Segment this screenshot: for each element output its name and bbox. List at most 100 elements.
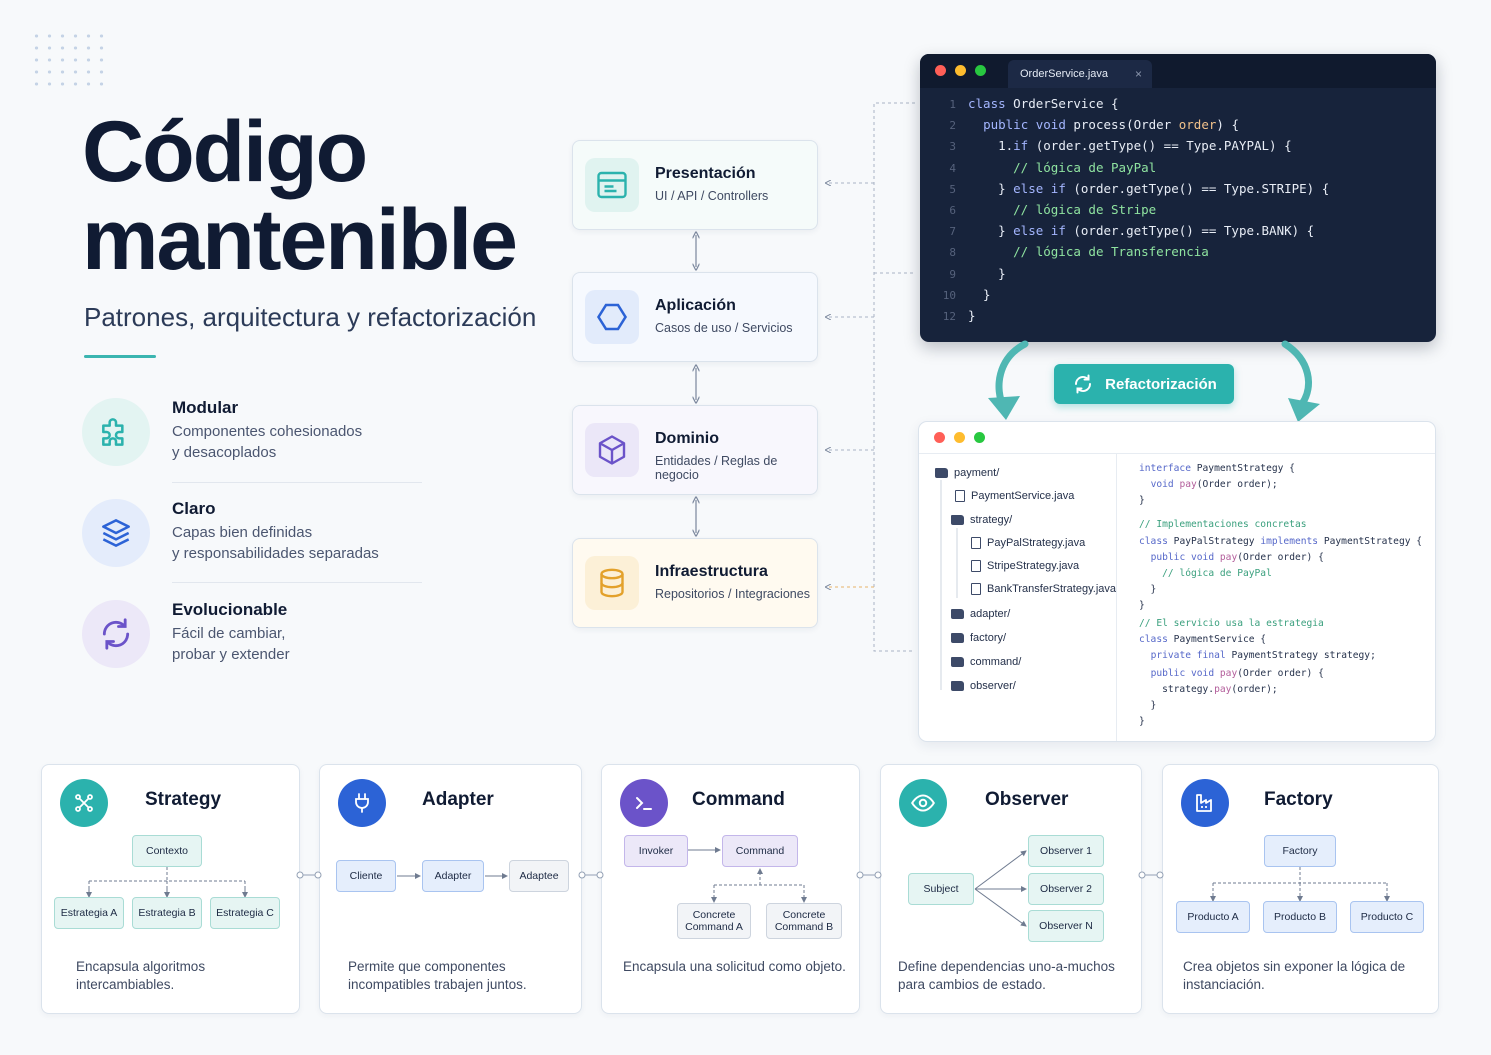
- file-icon: [955, 490, 965, 502]
- feature-desc: Fácil de cambiar,probar y extender: [172, 625, 290, 663]
- code-line: 2 public void process(Order order) {: [949, 117, 1239, 133]
- accent-divider: [84, 355, 156, 358]
- feature-title: Evolucionable: [172, 600, 288, 619]
- node-estrategia-c: Estrategia C: [210, 897, 280, 929]
- tree-label: adapter/: [970, 608, 1011, 620]
- file-icon: [971, 537, 981, 549]
- layer-desc: Entidades / Reglas de negocio: [655, 454, 778, 482]
- card-command: Command Invoker Command Concrete Command…: [601, 764, 860, 1014]
- card-adapter: Adapter Cliente Adapter Adaptee Permite …: [319, 764, 582, 1014]
- node-command: Command: [722, 835, 798, 867]
- code-line: 5 } else if (order.getType() == Type.STR…: [949, 180, 1330, 196]
- refactor-button-label: Refactorización: [1105, 375, 1217, 393]
- feature-evolucionable: Evolucionable Fácil de cambiar,probar y …: [82, 600, 422, 690]
- card-strategy: Strategy Contexto Estrategia A Estrategi…: [41, 764, 300, 1014]
- code-line: class PaymentService {: [1139, 634, 1267, 645]
- plug-icon: [338, 779, 386, 827]
- code-line: // lógica de PayPal: [1162, 568, 1272, 579]
- tree-file[interactable]: PayPalStrategy.java: [971, 532, 1085, 554]
- code-line: public void pay(Order order) {: [1150, 552, 1324, 563]
- tree-folder[interactable]: adapter/: [951, 603, 1010, 625]
- card-desc: Crea objetos sin exponer la lógica de in…: [1183, 959, 1406, 992]
- close-dot-icon[interactable]: [935, 65, 946, 76]
- file-icon: [971, 560, 981, 572]
- code-line: }: [1139, 716, 1145, 727]
- code-line: private final PaymentStrategy strategy;: [1150, 650, 1376, 661]
- minimize-dot-icon[interactable]: [954, 432, 965, 443]
- adapter-diagram-lines: [397, 873, 508, 879]
- node-observer-n: Observer N: [1028, 910, 1104, 942]
- card-connector: [856, 871, 882, 879]
- maximize-dot-icon[interactable]: [974, 432, 985, 443]
- terminal-icon: [620, 779, 668, 827]
- tree-folder[interactable]: observer/: [951, 675, 1016, 697]
- card-title: Adapter: [422, 789, 494, 810]
- page-subtitle: Patrones, arquitectura y refactorización: [84, 302, 537, 332]
- tree-folder[interactable]: payment/: [935, 462, 999, 484]
- close-dot-icon[interactable]: [934, 432, 945, 443]
- layer-connectors: [560, 102, 915, 652]
- card-desc: Encapsula algoritmos intercambiables.: [76, 959, 206, 992]
- tree-label: strategy/: [970, 514, 1013, 526]
- code-line: // Implementaciones concretas: [1139, 519, 1307, 530]
- node-producto-b: Producto B: [1263, 901, 1337, 933]
- code-line: 12}: [942, 308, 976, 323]
- code-line: }: [1139, 584, 1157, 595]
- maximize-dot-icon[interactable]: [975, 65, 986, 76]
- tree-folder[interactable]: command/: [951, 651, 1021, 673]
- tree-label: PayPalStrategy.java: [987, 537, 1086, 549]
- node-invoker: Invoker: [624, 835, 688, 867]
- card-connector: [296, 871, 322, 879]
- code-editor-refactored: payment/PaymentService.java strategy/PayP…: [918, 421, 1436, 742]
- tree-file[interactable]: PaymentService.java: [955, 485, 1074, 507]
- page-title: Código mantenible: [82, 104, 518, 288]
- factory-icon: [1181, 779, 1229, 827]
- puzzle-icon: [82, 398, 150, 466]
- tree-file[interactable]: StripeStrategy.java: [971, 555, 1079, 577]
- tree-file[interactable]: BankTransferStrategy.java: [971, 578, 1116, 600]
- divider: [919, 453, 1435, 454]
- layer-desc: Casos de uso / Servicios: [655, 321, 793, 335]
- code-line: public void pay(Order order) {: [1150, 668, 1324, 679]
- card-connector: [1138, 871, 1164, 879]
- tree-folder[interactable]: factory/: [951, 627, 1006, 649]
- close-tab-icon[interactable]: ×: [1134, 67, 1142, 81]
- layer-title: Aplicación: [655, 297, 736, 314]
- divider: [172, 582, 422, 583]
- refresh-icon: [1075, 374, 1092, 394]
- layer-infraestructura: Infraestructura Repositorios / Integraci…: [572, 538, 818, 628]
- node-observer-2: Observer 2: [1028, 873, 1104, 905]
- code-line: 3 1.if (order.getType() == Type.PAYPAL) …: [949, 138, 1292, 154]
- editor-titlebar: OrderService.java ×: [920, 54, 1436, 88]
- refactor-button[interactable]: Refactorización: [1054, 364, 1234, 404]
- code-line: // El servicio usa la estrategia: [1139, 618, 1324, 629]
- card-desc: Encapsula una solicitud como objeto.: [623, 959, 846, 974]
- tree-label: command/: [970, 656, 1022, 668]
- code-line: }: [1139, 600, 1145, 611]
- tree-label: observer/: [970, 680, 1016, 692]
- card-title: Factory: [1264, 789, 1333, 810]
- minimize-dot-icon[interactable]: [955, 65, 966, 76]
- layer-title: Infraestructura: [655, 563, 768, 580]
- code-line: 6 // lógica de Stripe: [949, 202, 1157, 217]
- decorative-dots: [30, 30, 110, 94]
- layer-dominio: Dominio Entidades / Reglas de negocio: [572, 405, 818, 495]
- tree-folder[interactable]: strategy/: [951, 509, 1012, 531]
- tree-label: payment/: [954, 467, 1000, 479]
- refresh-icon: [82, 600, 150, 668]
- editor-tab[interactable]: OrderService.java ×: [1008, 60, 1152, 88]
- node-subject: Subject: [908, 873, 974, 905]
- code-line: }: [1139, 700, 1157, 711]
- node-factory: Factory: [1264, 835, 1336, 867]
- node-estrategia-a: Estrategia A: [54, 897, 124, 929]
- node-observer-1: Observer 1: [1028, 835, 1104, 867]
- layer-presentacion: Presentación UI / API / Controllers: [572, 140, 818, 230]
- node-producto-c: Producto C: [1350, 901, 1424, 933]
- divider: [172, 482, 422, 483]
- code-line: 7 } else if (order.getType() == Type.BAN…: [949, 223, 1315, 239]
- node-estrategia-b: Estrategia B: [132, 897, 202, 929]
- factory-diagram-lines: [1210, 867, 1390, 902]
- node-cliente: Cliente: [336, 860, 396, 892]
